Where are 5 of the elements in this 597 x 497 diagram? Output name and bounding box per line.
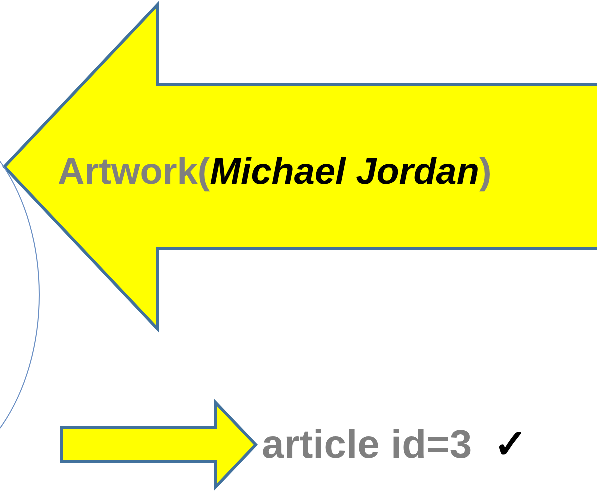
check-mark: ✓ xyxy=(494,425,528,465)
block-arrow xyxy=(2,1,597,333)
item-text: article id=3 xyxy=(262,425,472,465)
block-arrow xyxy=(60,399,258,491)
edge-label: Artwork(Michael Jordan) xyxy=(58,153,492,190)
